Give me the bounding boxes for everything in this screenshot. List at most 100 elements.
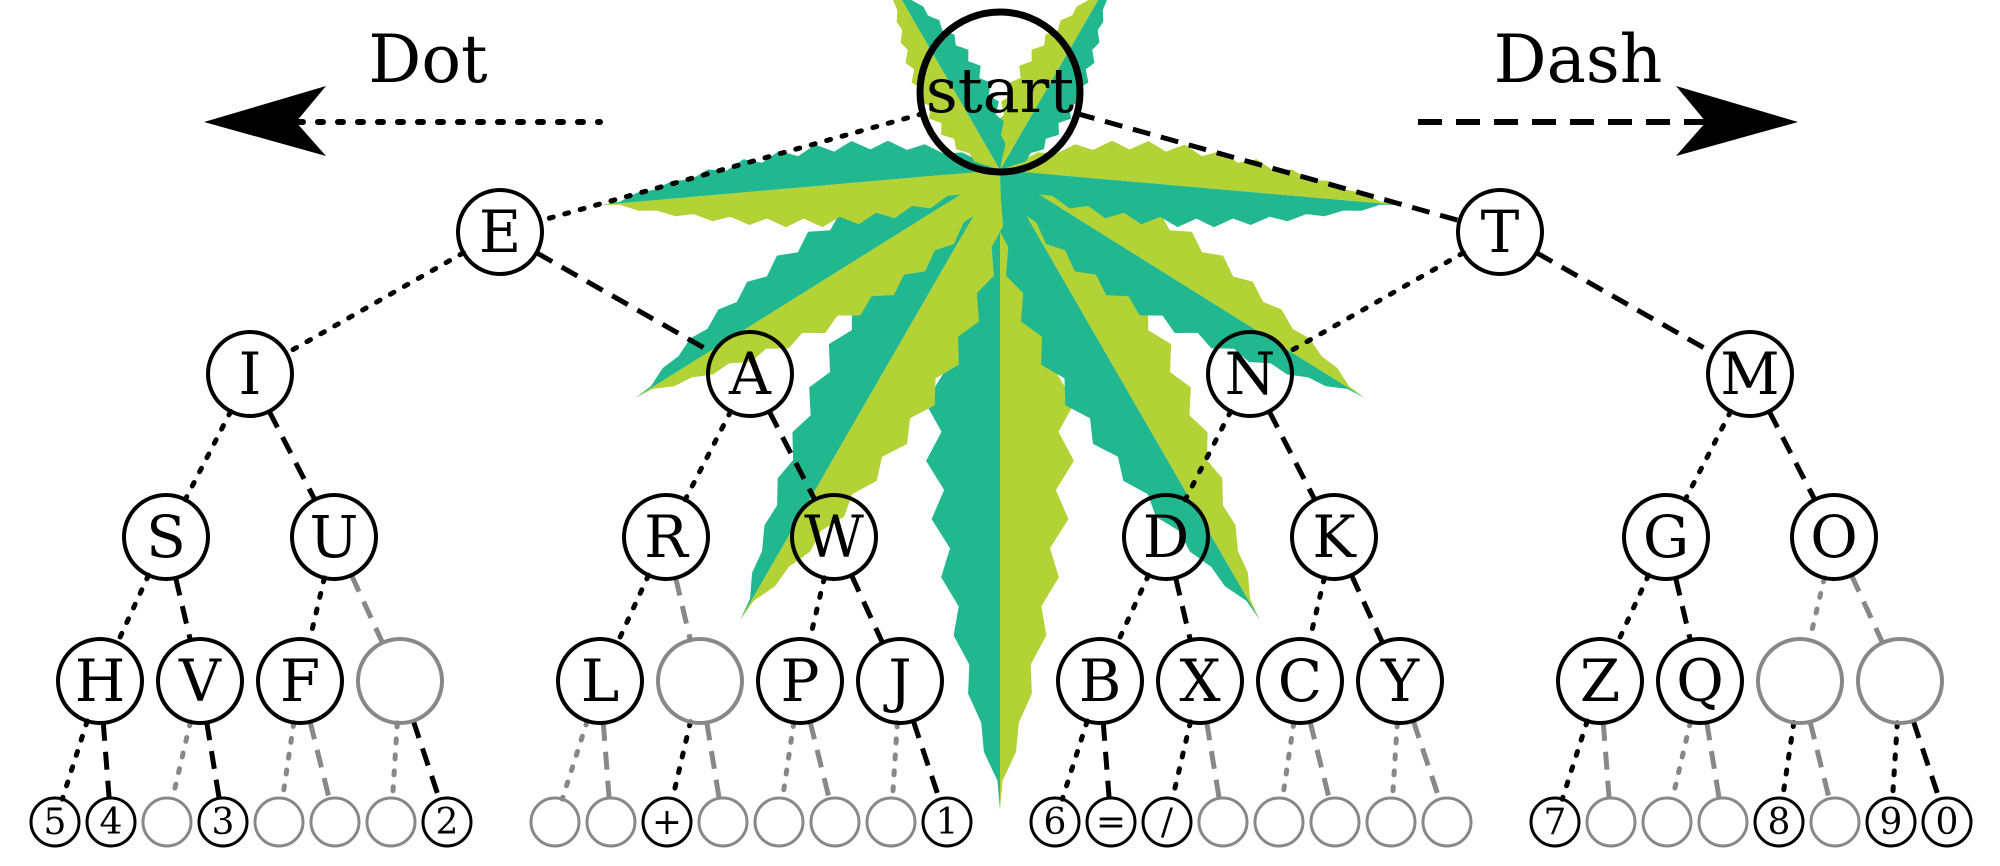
- dash-edge-R-R2: [673, 577, 693, 641]
- node-H2-circle: [85, 796, 137, 848]
- node-Z2-circle: [1585, 796, 1637, 848]
- leaflet-4-light-half: [635, 170, 1000, 398]
- node-U2: [356, 637, 444, 725]
- dash-edge-U-U2: [349, 574, 385, 644]
- dash-edge-N-K: [1267, 410, 1317, 501]
- dot-edge-K-C: [1307, 575, 1327, 643]
- node-U: U: [290, 493, 378, 581]
- node-O11-label: 8: [1768, 802, 1791, 843]
- node-P-circle: [756, 637, 844, 725]
- node-K-label: K: [1312, 503, 1357, 571]
- dash-edge-K-Y: [1349, 574, 1385, 644]
- node-F2-circle: [309, 796, 361, 848]
- node-O22-circle: [1921, 796, 1973, 848]
- dash-edge-Y-Y2: [1410, 720, 1442, 801]
- node-P1: [753, 796, 805, 848]
- node-J-circle: [856, 637, 944, 725]
- node-C-circle: [1256, 637, 1344, 725]
- node-B2-circle: [1085, 796, 1137, 848]
- node-O21: 9: [1865, 796, 1917, 848]
- node-O11-circle: [1753, 796, 1805, 848]
- node-L-circle: [556, 637, 644, 725]
- node-F-label: F: [280, 647, 320, 715]
- node-C1: [1253, 796, 1305, 848]
- dot-edge-F-F1: [280, 720, 297, 801]
- node-E-circle: [456, 188, 544, 276]
- node-O12-circle: [1809, 796, 1861, 848]
- dash-label: Dash: [1494, 21, 1663, 98]
- node-F-circle: [256, 637, 344, 725]
- node-R2: [656, 637, 744, 725]
- leaflet-8-light-half: [893, 0, 1000, 170]
- dot-edge-J-J1: [890, 720, 900, 801]
- node-V-label: V: [178, 647, 222, 715]
- node-G: G: [1622, 493, 1710, 581]
- dash-edge-O2-O22: [1910, 720, 1942, 801]
- node-R21-label: +: [652, 802, 682, 843]
- start-label: start: [926, 54, 1074, 127]
- node-S: S: [122, 493, 210, 581]
- node-X2: [1197, 796, 1249, 848]
- node-K: K: [1290, 493, 1378, 581]
- node-C-label: C: [1278, 647, 1322, 715]
- node-Z-circle: [1556, 637, 1644, 725]
- dash-edge-start-T: [1076, 111, 1461, 224]
- node-P: P: [756, 637, 844, 725]
- node-C1-circle: [1253, 796, 1305, 848]
- dash-edge-X-X2: [1204, 722, 1222, 799]
- node-J-label: J: [883, 647, 911, 715]
- node-N-circle: [1206, 330, 1294, 418]
- node-V2: 3: [197, 796, 249, 848]
- node-Z-label: Z: [1580, 647, 1620, 715]
- node-L1: [529, 796, 581, 848]
- dash-edge-W-J: [849, 574, 885, 644]
- node-X1-circle: [1141, 796, 1193, 848]
- node-W-circle: [790, 493, 878, 581]
- dash-legend: Dash: [1418, 21, 1798, 156]
- node-Y2-circle: [1421, 796, 1473, 848]
- node-Y-label: Y: [1380, 647, 1420, 715]
- node-D-label: D: [1143, 503, 1190, 571]
- node-O2: [1856, 637, 1944, 725]
- node-O: O: [1790, 493, 1878, 581]
- node-Q1-circle: [1641, 796, 1693, 848]
- node-V2-label: 3: [212, 802, 235, 843]
- dash-edge-R2-R22: [704, 722, 722, 799]
- node-A: A: [706, 330, 794, 418]
- dash-edge-Q-Q2: [1704, 722, 1722, 799]
- node-X: X: [1156, 637, 1244, 725]
- node-Z1-circle: [1529, 796, 1581, 848]
- node-L1-circle: [529, 796, 581, 848]
- node-X1-label: /: [1161, 802, 1174, 843]
- node-B-circle: [1056, 637, 1144, 725]
- dash-edge-H-H2: [100, 722, 112, 799]
- node-N: N: [1206, 330, 1294, 418]
- dot-edge-H-H1: [59, 718, 90, 802]
- node-U22-circle: [421, 796, 473, 848]
- dash-edge-Z-Z2: [1600, 722, 1612, 799]
- node-L: L: [556, 637, 644, 725]
- node-D-circle: [1122, 493, 1210, 581]
- cannabis-leaf-background: [601, 0, 1399, 810]
- node-B-label: B: [1079, 647, 1122, 715]
- dash-edge-A-W: [767, 410, 817, 501]
- node-O22: 0: [1921, 796, 1973, 848]
- node-R21: +: [641, 796, 693, 848]
- node-I-circle: [206, 330, 294, 418]
- node-Q: Q: [1656, 637, 1744, 725]
- dot-edge-R-L: [614, 572, 652, 646]
- node-F1: [253, 796, 305, 848]
- tree-edges: [59, 111, 1942, 802]
- node-Q-circle: [1656, 637, 1744, 725]
- node-V-circle: [156, 637, 244, 725]
- left-arrow-icon: [204, 86, 326, 156]
- node-Z1-label: 7: [1544, 802, 1567, 843]
- node-C2: [1309, 796, 1361, 848]
- node-M: M: [1706, 330, 1794, 418]
- node-V2-circle: [197, 796, 249, 848]
- dash-edge-C-C2: [1307, 721, 1332, 800]
- node-O21-circle: [1865, 796, 1917, 848]
- node-G-circle: [1622, 493, 1710, 581]
- dot-legend: Dot: [204, 21, 603, 156]
- dot-edge-U-F: [307, 575, 327, 643]
